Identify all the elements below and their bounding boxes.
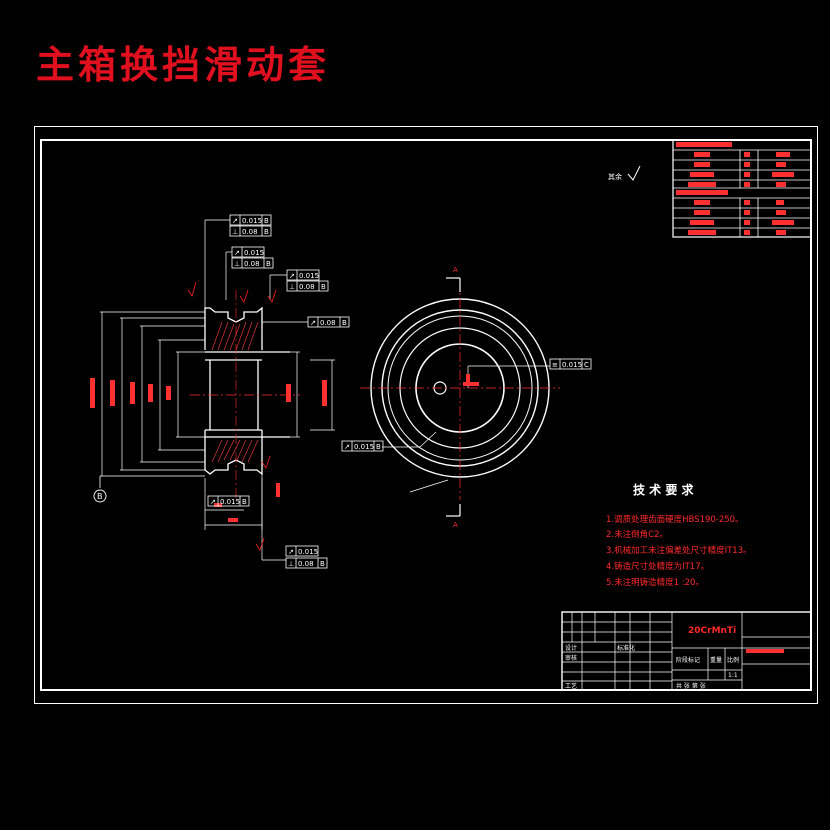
ftf-9-value: 0.015 — [354, 443, 374, 451]
tech-item-4: 4.铸造尺寸处精度为IT17。 — [606, 561, 709, 572]
ftf-4-symbol: ⊥ — [234, 260, 240, 268]
ftf-8-symbol: ↗ — [210, 498, 216, 506]
ftf-11: ⊥ 0.08 B — [285, 557, 328, 569]
ftf-3-symbol: ↗ — [234, 249, 240, 257]
ftf-7-value: 0.08 — [320, 319, 336, 327]
scale-label: 比例 — [727, 656, 739, 664]
ftf-6-datum: B — [321, 283, 326, 291]
material-label: 20CrMnTi — [688, 626, 736, 636]
title-block: 20CrMnTi 设计 标准化 审核 工艺 阶段标记 重量 比例 1:1 共 张… — [561, 611, 812, 691]
page-title: 主箱换挡滑动套 — [36, 42, 331, 87]
ftf-7-datum: B — [342, 319, 347, 327]
tech-item-5: 5.未注明铸造精度1 :20。 — [606, 577, 704, 588]
roughness-symbol-rest: 其余 — [608, 165, 641, 181]
svg-text:其余: 其余 — [608, 172, 622, 181]
ftf-12-value: 0.015 — [562, 361, 582, 369]
section-label-top: A — [453, 266, 458, 274]
ftf-11-datum: B — [320, 560, 325, 568]
sheets-label: 共 张 第 张 — [676, 682, 706, 690]
design-label: 设计 — [565, 644, 577, 652]
section-view: B — [90, 219, 335, 561]
ftf-8-datum: B — [242, 498, 247, 506]
sheet-inner-border — [40, 139, 812, 691]
ftf-2-datum: B — [264, 228, 269, 236]
ftf-2-symbol: ⊥ — [232, 228, 238, 236]
ftf-4-datum: B — [266, 260, 271, 268]
ftf-3: ↗ 0.015 — [231, 246, 265, 258]
ftf-7-symbol: ↗ — [310, 319, 316, 327]
ftf-8-value: 0.015 — [220, 498, 240, 506]
ftf-5-symbol: ↗ — [289, 272, 295, 280]
ftf-5-value: 0.015 — [299, 272, 319, 280]
section-label-bottom: A — [453, 521, 458, 529]
tech-item-1: 1.调质处理齿面硬度HBS190-250。 — [606, 514, 744, 525]
ftf-10-value: 0.015 — [298, 548, 318, 556]
scale-value: 1:1 — [728, 672, 738, 679]
ftf-1-symbol: ↗ — [232, 217, 238, 225]
ftf-1-value: 0.015 — [242, 217, 262, 225]
tech-requirements: 技 术 要 求 1.调质处理齿面硬度HBS190-250。 2.未注倒角C2。 … — [606, 482, 752, 588]
ftf-10-symbol: ↗ — [288, 548, 294, 556]
weight-label: 重量 — [710, 656, 722, 664]
ftf-11-value: 0.08 — [298, 560, 314, 568]
ftf-3-value: 0.015 — [244, 249, 264, 257]
ftf-6-value: 0.08 — [299, 283, 315, 291]
review-label: 审核 — [565, 654, 577, 662]
svg-text:B: B — [97, 492, 103, 501]
ftf-5: ↗ 0.015 — [286, 269, 320, 281]
ftf-9-datum: B — [376, 443, 381, 451]
datum-b-symbol: B — [93, 476, 107, 503]
stage-label: 阶段标记 — [676, 656, 700, 664]
ftf-9-symbol: ↗ — [344, 443, 350, 451]
tech-heading: 技 术 要 求 — [633, 482, 695, 497]
ftf-4-value: 0.08 — [244, 260, 260, 268]
ftf-4: ⊥ 0.08 B — [231, 257, 274, 269]
sheet-outer-border — [34, 126, 818, 704]
ftf-2-value: 0.08 — [242, 228, 258, 236]
ftf-2: ⊥ 0.08 B — [229, 225, 272, 237]
ftf-6-symbol: ⊥ — [289, 283, 295, 291]
ftf-6: ⊥ 0.08 B — [286, 280, 329, 292]
ftf-12-datum: C — [584, 361, 589, 369]
tech-item-3: 3.机械加工未注偏差处尺寸精度IT13。 — [606, 545, 752, 556]
process-label: 工艺 — [565, 682, 577, 690]
ftf-7: ↗ 0.08 B — [307, 316, 350, 328]
side-view: A A — [360, 266, 560, 529]
gear-parameter-table — [672, 139, 812, 238]
ftf-11-symbol: ⊥ — [288, 560, 294, 568]
ftf-12-symbol: ≡ — [552, 361, 558, 369]
tech-item-2: 2.未注倒角C2。 — [606, 529, 668, 540]
ftf-1-datum: B — [264, 217, 269, 225]
ftf-10: ↗ 0.015 — [285, 545, 319, 557]
standard-label: 标准化 — [617, 644, 635, 652]
